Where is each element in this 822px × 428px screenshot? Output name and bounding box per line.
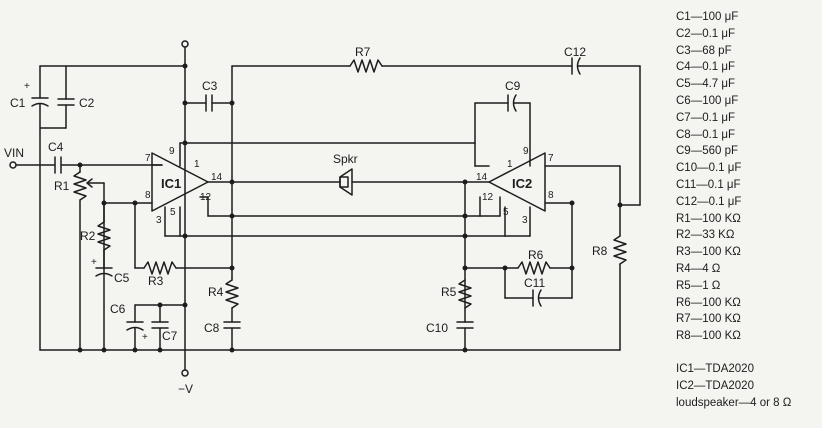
r6-label: R6 bbox=[528, 248, 544, 262]
ic-list-item: IC2—TDA2020 bbox=[676, 379, 754, 392]
ic-list-item: loudspeaker—4 or 8 Ω bbox=[676, 396, 792, 409]
parts-list-spacer bbox=[676, 345, 816, 361]
ic2-pin-9: 9 bbox=[523, 146, 529, 157]
c4-label: C4 bbox=[48, 140, 64, 154]
resistor-r8 bbox=[613, 235, 627, 351]
capacitor-c12 bbox=[571, 57, 641, 206]
ic2-pin-14: 14 bbox=[476, 172, 488, 183]
r7-label: R7 bbox=[355, 45, 371, 59]
c9-label: C9 bbox=[505, 79, 521, 93]
parts-list-item: R5—1 Ω bbox=[676, 279, 721, 292]
spkr-label: Spkr bbox=[333, 152, 358, 166]
ic1-pin-7: 7 bbox=[145, 153, 151, 164]
negative-supply-terminal bbox=[181, 349, 189, 377]
capacitor-c4 bbox=[15, 156, 81, 174]
circuit-schematic: + C1 C2 VIN C4 R1 IC1 7 9 1 14 8 12 5 bbox=[4, 40, 641, 396]
c6-label: C6 bbox=[110, 302, 126, 316]
c1-polarity-label: + bbox=[24, 81, 30, 92]
parts-list-item: C12—0.1 μF bbox=[676, 195, 742, 208]
ic1-pin-8: 8 bbox=[145, 190, 151, 201]
ic2-label: IC2 bbox=[512, 176, 532, 191]
c2-label: C2 bbox=[79, 96, 95, 110]
negative-supply-label: −V bbox=[178, 382, 193, 396]
parts-list-item: R2—33 KΩ bbox=[676, 229, 735, 242]
ic1-pin-14: 14 bbox=[211, 172, 223, 183]
c11-label: C11 bbox=[524, 276, 545, 290]
capacitor-c2 bbox=[39, 65, 75, 129]
parts-list-item: C7—0.1 μF bbox=[676, 111, 736, 124]
ic1-pin-9: 9 bbox=[169, 146, 175, 157]
ic-list-item: IC1—TDA2020 bbox=[676, 362, 754, 375]
resistor-r5 bbox=[458, 279, 472, 309]
r2-label: R2 bbox=[80, 229, 96, 243]
c1-label: C1 bbox=[10, 96, 26, 110]
ic1-amplifier bbox=[151, 152, 209, 212]
capacitor-c3 bbox=[184, 94, 233, 112]
parts-list-item: C11—0.1 μF bbox=[676, 178, 741, 191]
capacitor-c1 bbox=[31, 65, 49, 351]
c5-polarity-label: + bbox=[91, 257, 97, 268]
resistor-r6 bbox=[504, 261, 573, 275]
loudspeaker bbox=[339, 168, 461, 196]
ic1-pin-3: 3 bbox=[156, 215, 162, 226]
r5-label: R5 bbox=[441, 285, 457, 299]
resistor-r3 bbox=[134, 261, 233, 275]
r8-label: R8 bbox=[592, 244, 608, 258]
parts-list-item: C4—0.1 μF bbox=[676, 61, 736, 74]
capacitor-c10 bbox=[456, 321, 474, 351]
c12-label: C12 bbox=[564, 45, 586, 59]
capacitor-c9 bbox=[474, 94, 531, 167]
parts-list-item: R8—100 KΩ bbox=[676, 330, 741, 343]
ic2-pin-7: 7 bbox=[548, 153, 554, 164]
parts-list-item: C9—560 pF bbox=[676, 145, 739, 158]
ic2-pin-8: 8 bbox=[548, 190, 554, 201]
parts-list-item: C8—0.1 μF bbox=[676, 128, 736, 141]
ic2-amplifier bbox=[488, 152, 546, 212]
parts-list-item: C10—0.1 μF bbox=[676, 162, 742, 175]
capacitor-c5 bbox=[95, 267, 113, 277]
c3-label: C3 bbox=[202, 79, 218, 93]
parts-list-item: C1—100 μF bbox=[676, 11, 739, 23]
parts-list-item: R6—100 KΩ bbox=[676, 296, 741, 309]
resistor-r1 bbox=[73, 164, 105, 351]
capacitor-c7 bbox=[151, 304, 169, 351]
vin-label: VIN bbox=[4, 146, 24, 160]
resistor-r7 bbox=[231, 59, 573, 73]
positive-supply-terminal bbox=[181, 40, 189, 67]
parts-list-item: R4—4 Ω bbox=[676, 262, 721, 275]
parts-list-item: R1—100 KΩ bbox=[676, 212, 741, 225]
parts-list-item: C5—4.7 μF bbox=[676, 78, 736, 91]
resistor-r4 bbox=[225, 276, 239, 323]
parts-list-item: C2—0.1 μF bbox=[676, 27, 736, 40]
parts-list-item: R7—100 KΩ bbox=[676, 313, 741, 326]
ic2-pin-1: 1 bbox=[507, 159, 513, 170]
ic2-pin-3: 3 bbox=[522, 215, 528, 226]
parts-list-item: C6—100 μF bbox=[676, 94, 739, 107]
ic1-label: IC1 bbox=[161, 176, 181, 191]
ic1-pin-5: 5 bbox=[170, 207, 176, 218]
parts-list: C1—100 μF C2—0.1 μF C3—68 pF C4—0.1 μF C5—4.… bbox=[676, 9, 816, 411]
parts-list-item: R3—100 KΩ bbox=[676, 246, 741, 259]
vin-terminal bbox=[9, 161, 17, 169]
c7-label: C7 bbox=[162, 329, 178, 343]
parts-list-item: C3—68 pF bbox=[676, 44, 732, 57]
ic2-pin-5: 5 bbox=[503, 207, 509, 218]
r4-label: R4 bbox=[208, 285, 224, 299]
c10-label: C10 bbox=[426, 321, 448, 335]
capacitor-c8 bbox=[223, 321, 241, 351]
resistor-r2 bbox=[97, 202, 136, 269]
ic1-pin-1: 1 bbox=[194, 159, 200, 170]
c8-label: C8 bbox=[204, 321, 220, 335]
c5-label: C5 bbox=[114, 271, 130, 285]
ic2-pin-12: 12 bbox=[482, 192, 494, 203]
capacitor-c11 bbox=[504, 289, 573, 307]
r3-label: R3 bbox=[148, 274, 164, 288]
c6-polarity-label: + bbox=[142, 332, 148, 343]
r1-label: R1 bbox=[54, 179, 70, 193]
